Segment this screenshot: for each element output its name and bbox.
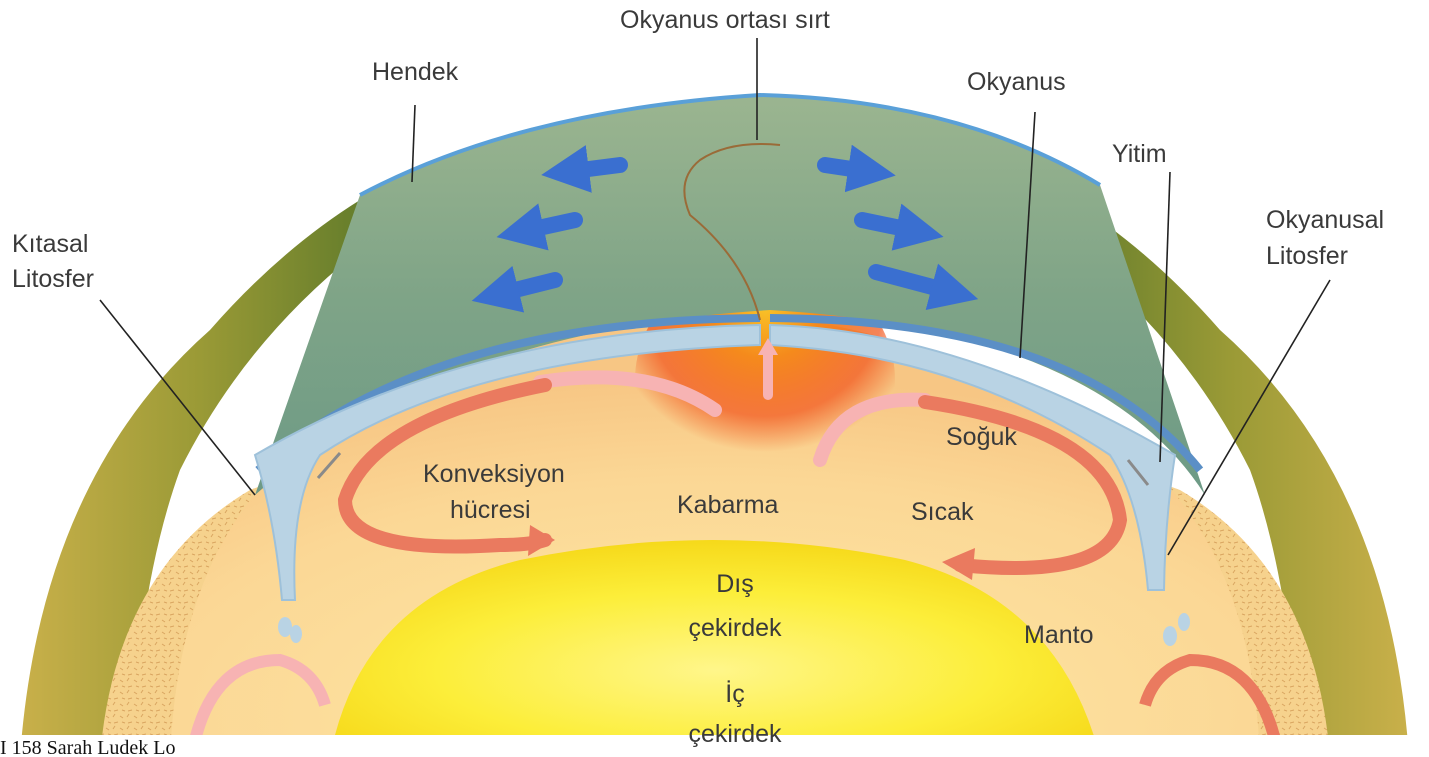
label-ocean: Okyanus	[967, 66, 1066, 98]
label-hot: Sıcak	[911, 496, 974, 528]
label-oceanic-lithosphere-2: Litosfer	[1266, 240, 1348, 272]
label-inner-core-2: çekirdek	[670, 718, 800, 750]
label-continental-lithosphere-2: Litosfer	[12, 263, 94, 295]
label-inner-core-1: İç	[690, 678, 780, 710]
label-cold: Soğuk	[946, 421, 1017, 453]
label-mantle: Manto	[1024, 619, 1093, 651]
slab-droplet	[1178, 613, 1190, 631]
label-convection-cell-1: Konveksiyon	[423, 458, 565, 490]
slab-droplet	[290, 625, 302, 643]
spreading-arrow	[825, 165, 872, 172]
label-trench: Hendek	[372, 56, 458, 88]
label-convection-cell-2: hücresi	[450, 494, 531, 526]
label-outer-core-2: çekirdek	[670, 612, 800, 644]
label-outer-core-1: Dış	[680, 568, 790, 600]
label-upwelling: Kabarma	[677, 489, 778, 521]
label-continental-lithosphere-1: Kıtasal	[12, 228, 88, 260]
slab-droplet	[1163, 626, 1177, 646]
label-oceanic-lithosphere-1: Okyanusal	[1266, 204, 1384, 236]
label-mid-ocean-ridge: Okyanus ortası sırt	[620, 4, 830, 36]
label-subduction: Yitim	[1112, 138, 1167, 170]
spreading-arrow	[565, 165, 620, 172]
image-caption: I 158 Sarah Ludek Lo	[0, 735, 176, 757]
slab-droplet	[278, 617, 292, 637]
